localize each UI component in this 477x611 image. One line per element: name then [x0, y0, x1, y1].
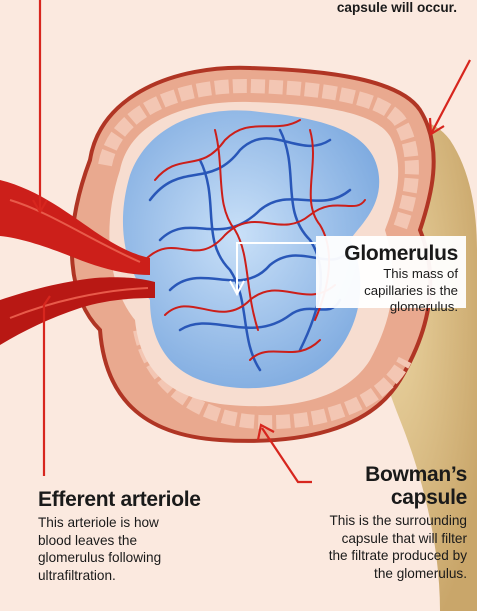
bowman-title-line: capsule: [247, 486, 467, 509]
bowmans-capsule-label: Bowman’s capsule This is the surrounding…: [247, 463, 467, 582]
glomerulus-label: Glomerulus This mass of capillaries is t…: [316, 236, 466, 308]
bowmans-capsule-description: This is the surrounding capsule that wil…: [247, 512, 467, 582]
efferent-desc-line: ultrafiltration.: [38, 567, 278, 585]
bowmans-capsule-title: Bowman’s capsule: [247, 463, 467, 509]
efferent-desc-line: blood leaves the: [38, 532, 278, 550]
bowman-desc-line: the filtrate produced by: [247, 547, 467, 565]
bowman-title-line: Bowman’s: [247, 463, 467, 486]
bowman-desc-line: the glomerulus.: [247, 565, 467, 583]
glomerulus-desc-line: This mass of: [316, 266, 458, 283]
glomerulus-desc-line: glomerulus.: [316, 299, 458, 316]
bowman-desc-line: This is the surrounding: [247, 512, 467, 530]
glomerulus-title: Glomerulus: [316, 242, 458, 266]
efferent-desc-line: glomerulus following: [38, 549, 278, 567]
efferent-arteriole-title: Efferent arteriole: [38, 488, 278, 512]
pointer-tubule: [432, 60, 470, 132]
efferent-arteriole-description: This arteriole is how blood leaves the g…: [38, 514, 278, 584]
glomerulus-desc-line: capillaries is the: [316, 283, 458, 300]
glomerulus-description: This mass of capillaries is the glomerul…: [316, 266, 458, 316]
bowman-desc-line: capsule that will filter: [247, 530, 467, 548]
efferent-desc-line: This arteriole is how: [38, 514, 278, 532]
efferent-arteriole-label: Efferent arteriole This arteriole is how…: [38, 488, 278, 584]
top-caption: capsule will occur.: [337, 0, 457, 16]
pointer-efferent: [44, 296, 50, 476]
